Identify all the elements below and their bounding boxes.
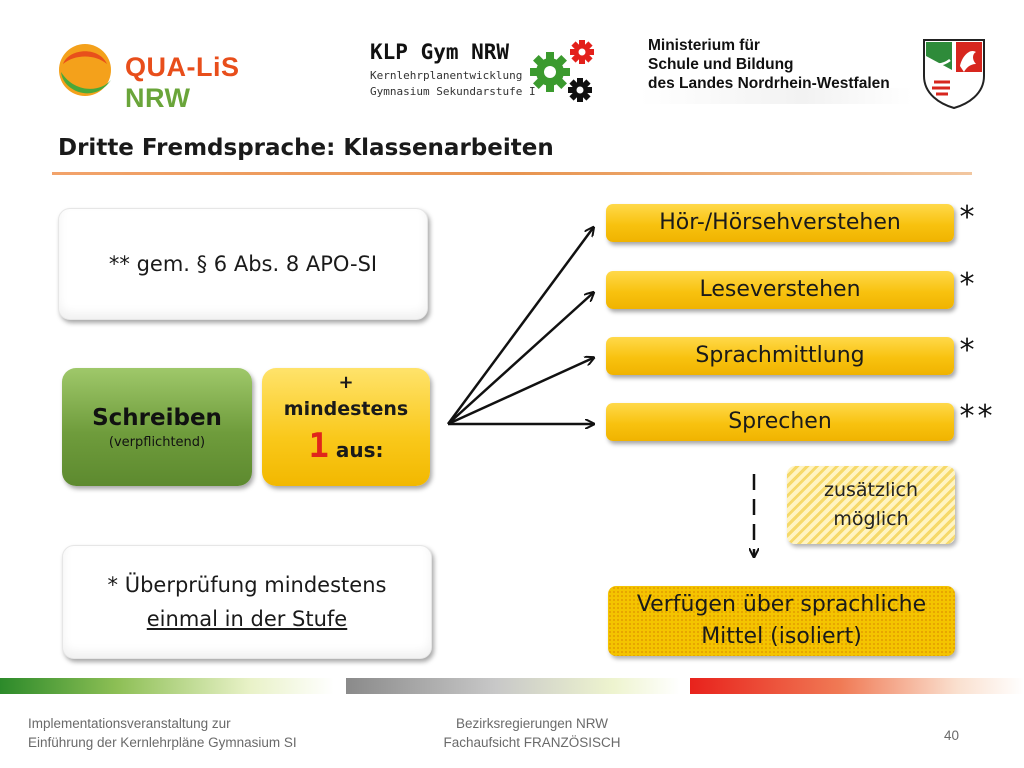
qualis-swirl-icon [59,44,111,96]
skill-sprachmittlung: Sprachmittlung [606,337,954,375]
one-aus-label: 1 aus: [262,426,430,466]
plus-sign: + [338,372,354,393]
zusaetzlich-box: zusätzlich möglich [787,466,955,544]
skill-lesen: Leseverstehen [606,271,954,309]
title-underline [52,172,972,175]
skill-sprechen: Sprechen [606,403,954,441]
schreiben-box: Schreiben (verpflichtend) [62,368,252,486]
ministry-name: Ministerium für Schule und Bildung des L… [648,37,890,92]
schreiben-title: Schreiben [92,404,222,431]
note-apo-si: ** gem. § 6 Abs. 8 APO-SI [58,208,428,320]
number-one: 1 [308,426,329,466]
note-ueberpruefung-line1: * Überprüfung mindestens [107,573,387,597]
footer-event: Implementationsveranstaltung zur Einführ… [28,716,297,750]
arrow-to-sprachmittlung [447,358,593,426]
schreiben-subtitle: (verpflichtend) [108,434,206,450]
note-ueberpruefung-line2: einmal in der Stufe [146,607,348,631]
klp-subtitle-2: Gymnasium Sekundarstufe I [370,85,536,98]
mindestens-box: + mindestens 1 aus: [262,368,430,486]
gears-icon [530,40,594,102]
page-number: 40 [944,728,960,743]
mindestens-label: mindestens [283,398,409,420]
page-title: Dritte Fremdsprache: Klassenarbeiten [58,135,554,161]
klp-logo: KLP Gym NRW Kernlehrplanentwicklung Gymn… [370,38,610,108]
sprachliche-mittel-box: Verfügen über sprachliche Mittel (isolie… [608,586,955,656]
footer-stripe-grey [346,678,680,694]
skill-sprachmittlung-mark: * [958,333,977,368]
skill-sprechen-mark: ** [958,399,995,434]
skill-hoeren: Hör-/Hörsehverstehen [606,204,954,242]
note-ueberpruefung: * Überprüfung mindestens einmal in der S… [62,545,432,659]
skill-hoeren-mark: * [958,200,977,235]
footer-authority: Bezirksregierungen NRW Fachaufsicht FRAN… [443,716,621,750]
arrow-to-hoeren [446,228,593,425]
arrow-to-lesen [447,293,593,425]
qualis-logo: QUA-LiS NRW [55,38,295,113]
klp-subtitle-1: Kernlehrplanentwicklung [370,69,523,82]
nrw-crest-icon [923,39,985,110]
klp-title: KLP Gym NRW [370,40,510,64]
qualis-wordmark: QUA-LiS NRW [125,52,240,113]
aus-label: aus: [335,438,384,462]
footer-stripe-green [0,678,334,694]
skill-lesen-mark: * [958,267,977,302]
footer-stripe-red [690,678,1024,694]
ministry-shade [640,88,912,104]
